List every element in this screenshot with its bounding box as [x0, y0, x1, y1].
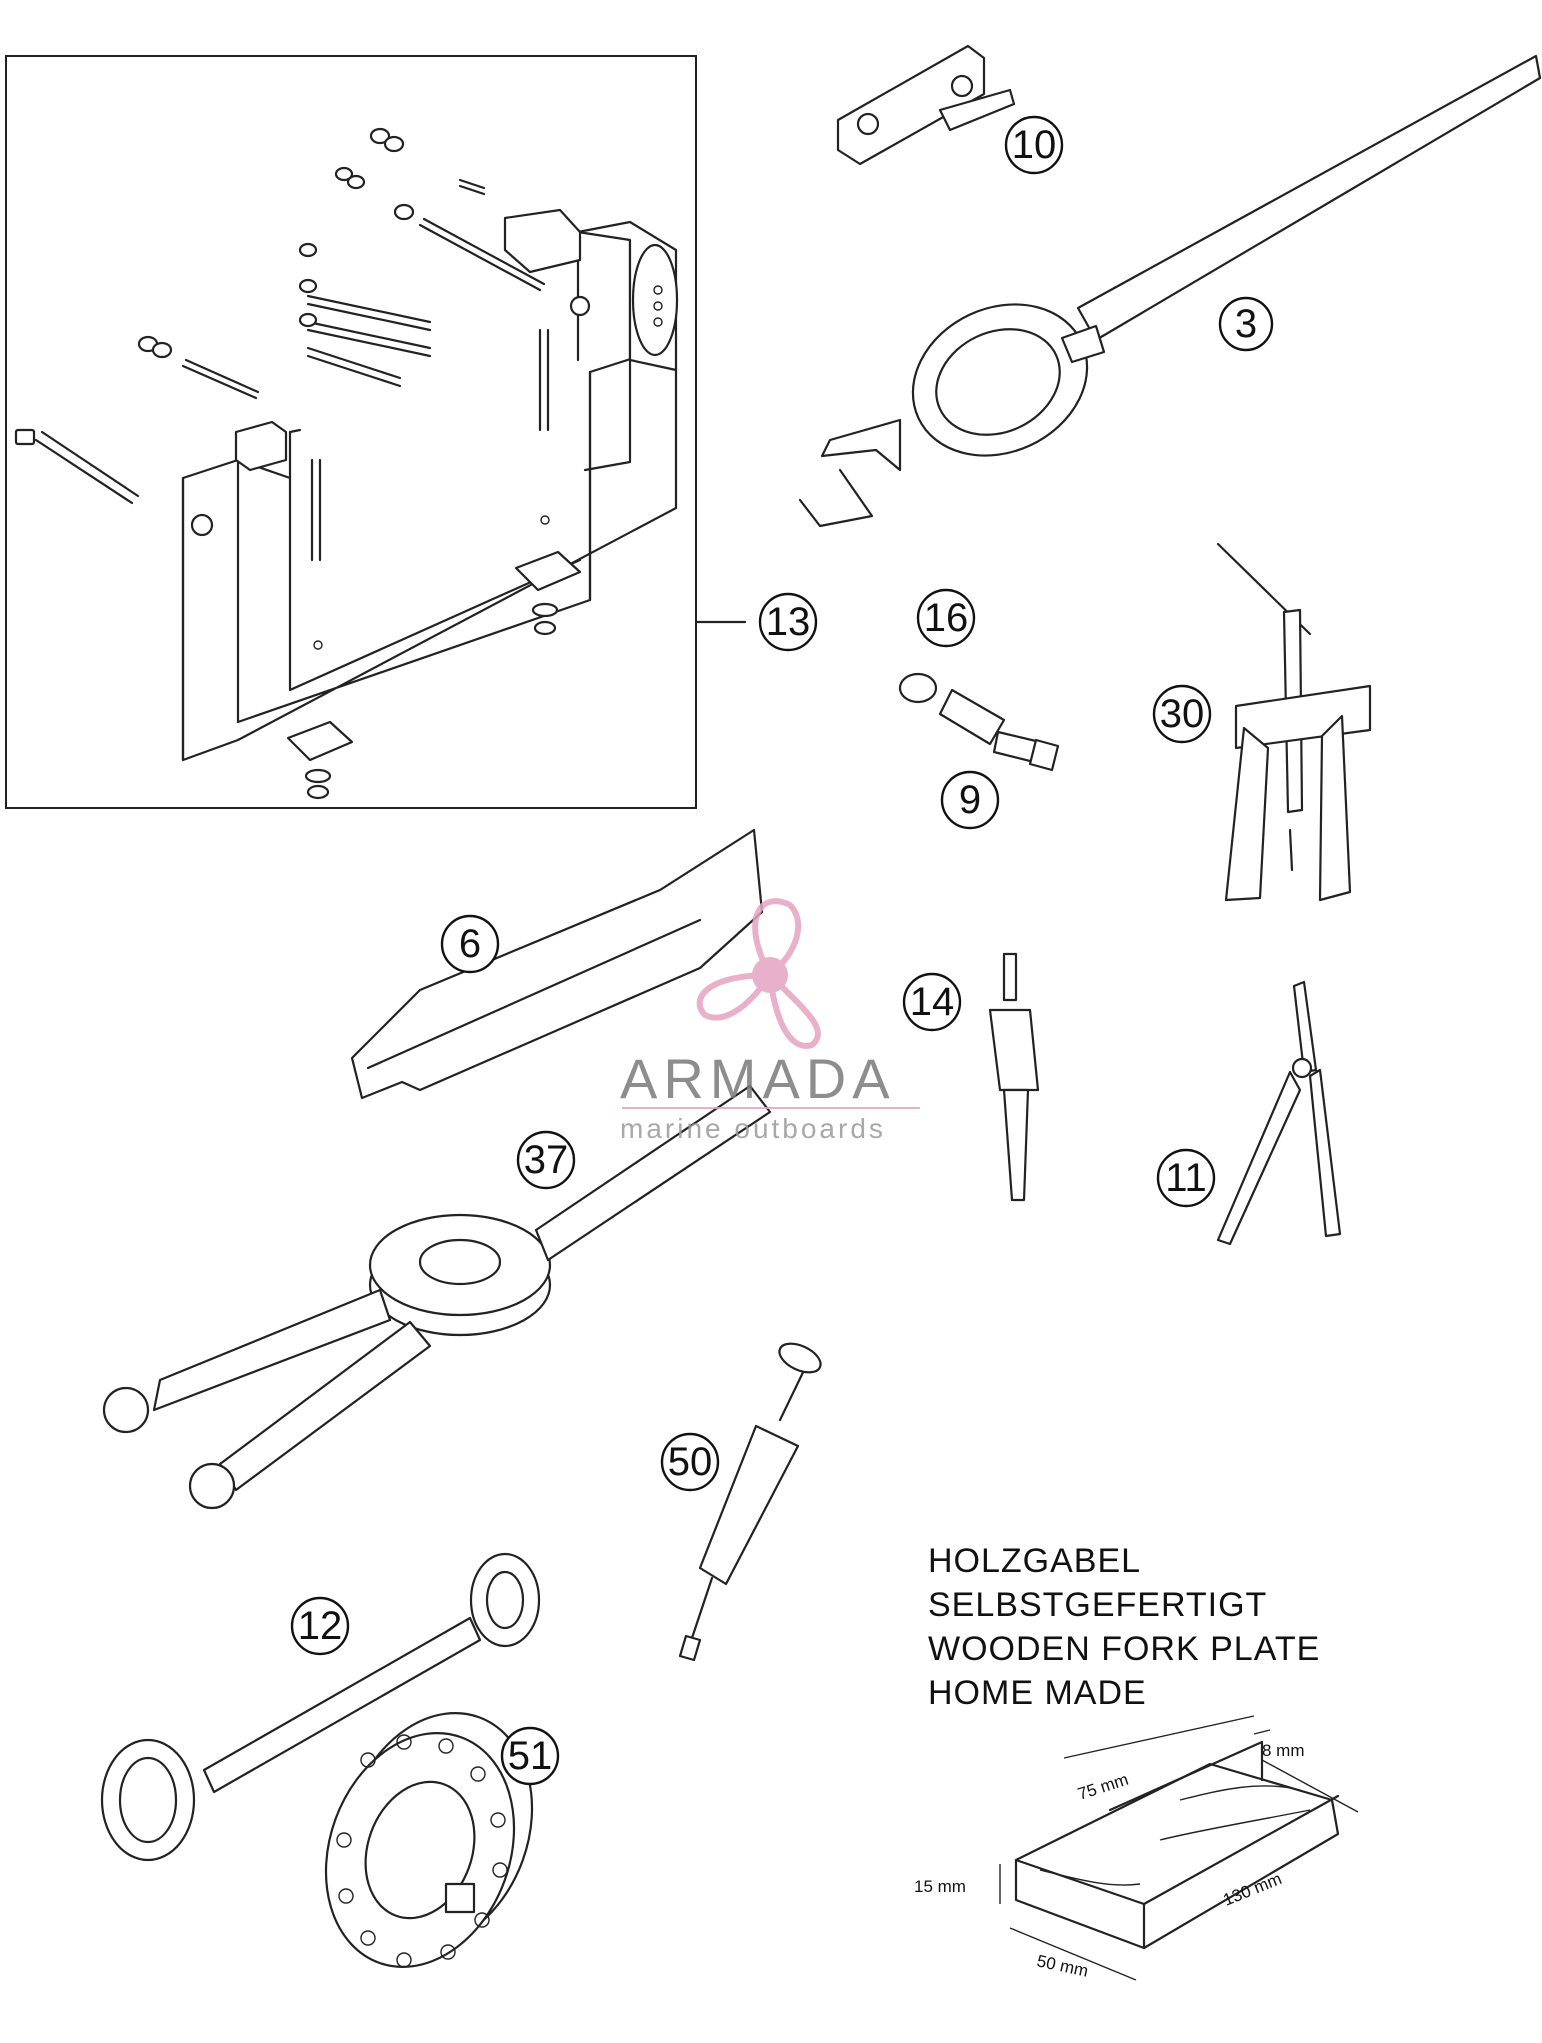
callout-9-label: 9 — [959, 778, 981, 822]
part-11-circlip-pliers — [1216, 980, 1342, 1246]
callout-30: 30 — [1152, 684, 1212, 744]
callout-3: 3 — [1218, 296, 1274, 352]
callout-13-label: 13 — [766, 600, 811, 644]
callout-37: 37 — [516, 1130, 576, 1190]
part-10-plate — [836, 44, 1016, 166]
foot-plate-left — [286, 720, 354, 762]
watermark-tagline: marine outboards — [620, 1113, 886, 1144]
callout-50: 50 — [660, 1432, 720, 1492]
dimension-75mm: 75 mm — [1075, 1770, 1130, 1804]
note-line-1: HOLZGABEL — [928, 1542, 1141, 1580]
callout-14-label: 14 — [910, 980, 955, 1024]
part-6-locking-bar — [350, 828, 764, 1100]
callout-6: 6 — [440, 914, 500, 974]
dimension-8mm: 8 mm — [1262, 1741, 1305, 1760]
part-12-pin-wrench — [100, 1552, 541, 1862]
callout-50-label: 50 — [668, 1440, 713, 1484]
armada-watermark: ARMADA marine outboards — [620, 898, 920, 1144]
callout-12: 12 — [290, 1596, 350, 1656]
wooden-fork-note: HOLZGABEL SELBSTGEFERTIGT WOODEN FORK PL… — [928, 1542, 1320, 1712]
part-3-holding-wrench — [798, 54, 1542, 528]
dimension-15mm: 15 mm — [914, 1877, 966, 1896]
foot-plate-right — [514, 550, 582, 592]
note-line-3: WOODEN FORK PLATE — [928, 1630, 1320, 1668]
note-line-2: SELBSTGEFERTIGT — [928, 1586, 1267, 1624]
callout-14: 14 — [902, 972, 962, 1032]
callout-11: 11 — [1156, 1148, 1216, 1208]
callout-6-label: 6 — [459, 922, 481, 966]
part-14-shaft-puller — [988, 952, 1040, 1202]
callout-13: 13 — [758, 592, 818, 652]
callout-3-label: 3 — [1235, 302, 1257, 346]
note-line-4: HOME MADE — [928, 1674, 1147, 1712]
part-13-frame-box — [5, 55, 697, 809]
callout-37-label: 37 — [524, 1138, 569, 1182]
callout-51-label: 51 — [508, 1734, 553, 1778]
callout-11-label: 11 — [1165, 1156, 1207, 1200]
part-16-9-adapter — [898, 672, 1060, 772]
part-13-engine-stand — [5, 55, 747, 809]
part-37-rotor-puller — [102, 1084, 772, 1510]
callout-10: 10 — [1004, 115, 1064, 175]
propeller-icon — [696, 898, 821, 1049]
callout-51: 51 — [500, 1726, 560, 1786]
watermark-name: ARMADA — [620, 1047, 896, 1110]
dimension-50mm: 50 mm — [1035, 1951, 1090, 1980]
callout-30-label: 30 — [1160, 692, 1205, 736]
callout-16: 16 — [916, 588, 976, 648]
stand-body — [181, 354, 678, 762]
callout-10-label: 10 — [1012, 123, 1057, 167]
callout-9: 9 — [940, 770, 1000, 830]
callout-16-label: 16 — [924, 596, 969, 640]
part-50-grease-syringe — [678, 1342, 822, 1662]
part-30-puller — [1216, 542, 1372, 902]
callout-12-label: 12 — [298, 1604, 343, 1648]
part-51-flywheel-puller — [324, 1712, 534, 1968]
wooden-fork-plate-drawing — [999, 1715, 1359, 1981]
